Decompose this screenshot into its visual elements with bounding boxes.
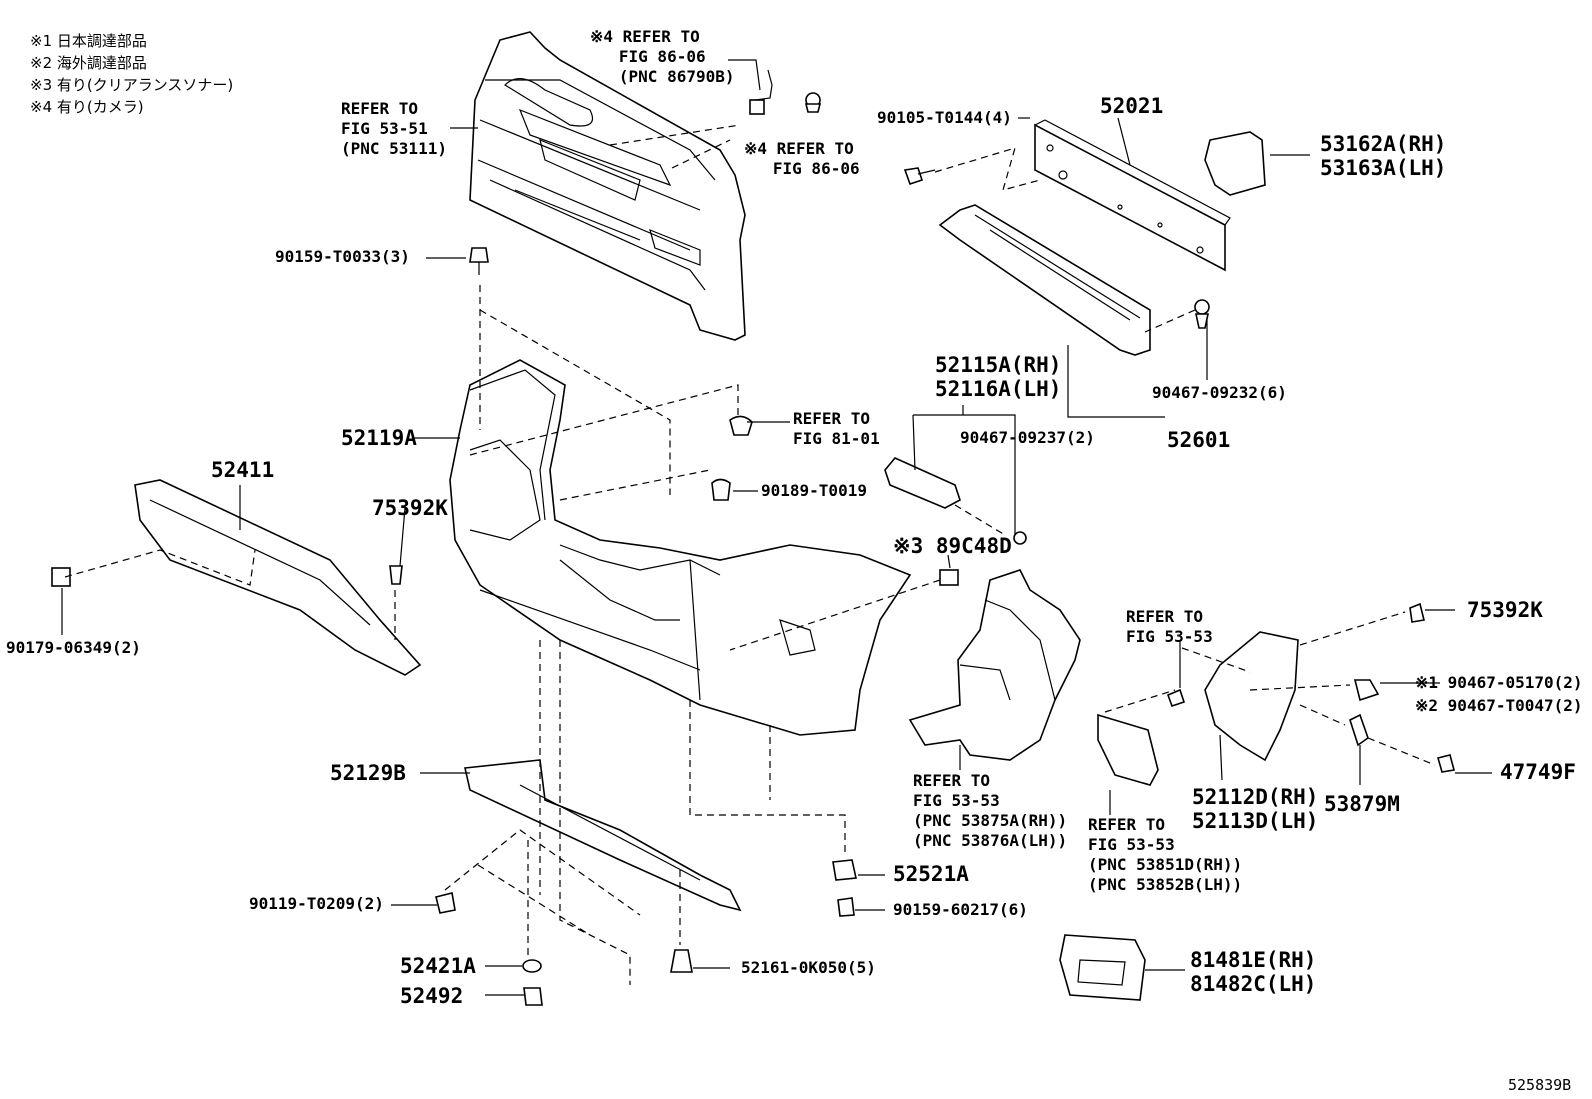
label-52601: 52601 xyxy=(1167,428,1231,452)
leader-lines xyxy=(61,59,1492,996)
notes-block: ※1 日本調達部品 ※2 海外調達部品 ※3 有り(クリアランスソナー) ※4 … xyxy=(30,30,233,118)
label-53879m: 53879M xyxy=(1324,792,1400,816)
label-75392k-left: 75392K xyxy=(372,496,448,520)
bolt-90119 xyxy=(435,892,456,914)
bracket-53879M xyxy=(1349,713,1369,747)
clip-75392K-left xyxy=(389,565,403,585)
mud-flap xyxy=(1097,713,1159,786)
bracket-52115 xyxy=(884,457,961,509)
note-4: ※4 有り(カメラ) xyxy=(30,98,144,116)
label-90105: 90105-T0144(4) xyxy=(877,108,1012,127)
label-ref-53-53-right: REFER TO FIG 53-53 xyxy=(1126,607,1213,646)
screw-47749F xyxy=(1437,754,1455,773)
label-52421a: 52421A xyxy=(400,954,476,978)
clip-90467-05170 xyxy=(1353,679,1380,702)
label-ref-53-51: REFER TO FIG 53-51 (PNC 53111) xyxy=(341,99,447,158)
clip-90467-09237 xyxy=(1013,531,1027,545)
label-90159-60217: 90159-60217(6) xyxy=(893,900,1028,919)
bolt-53-53 xyxy=(1166,688,1186,708)
label-52119: 52119A xyxy=(341,426,417,450)
label-52021: 52021 xyxy=(1100,94,1164,118)
label-90189: 90189-T0019 xyxy=(761,481,867,500)
label-90467-05170: ※1 90467-05170(2) xyxy=(1415,673,1583,692)
label-52112d: 52112D(RH) 52113D(LH) xyxy=(1192,785,1319,833)
label-90467-09232: 90467-09232(6) xyxy=(1152,383,1287,402)
bolt-90105 xyxy=(903,167,936,186)
label-90179: 90179-06349(2) xyxy=(6,638,141,657)
sensor-89C48D xyxy=(939,569,959,586)
label-52129b: 52129B xyxy=(330,761,406,785)
label-52411: 52411 xyxy=(211,458,275,482)
figure-id: 525839B xyxy=(1508,1076,1572,1094)
cover-81481E xyxy=(1059,934,1146,1001)
clip-90467-09232 xyxy=(1194,299,1210,329)
label-90467-t0047: ※2 90467-T0047(2) xyxy=(1415,696,1583,715)
label-ref-53-53-flap: REFER TO FIG 53-53 (PNC 53851D(RH)) (PNC… xyxy=(1088,815,1243,894)
grommet-90189 xyxy=(711,478,731,501)
part-52601 xyxy=(938,204,1151,356)
assembly-dash-lines xyxy=(64,124,1436,985)
cover-52129B xyxy=(464,759,742,912)
label-47749f: 47749F xyxy=(1500,760,1576,784)
label-90119: 90119-T0209(2) xyxy=(249,894,384,913)
bumper-cover-52119A xyxy=(449,359,912,736)
nut-90179 xyxy=(51,567,71,587)
clip-75392K-right xyxy=(1409,602,1425,623)
bolt-90159-T0033 xyxy=(469,247,489,275)
clip-81-01 xyxy=(729,415,753,436)
label-ref-86-06-mid: ※4 REFER TO FIG 86-06 xyxy=(744,139,860,178)
label-90159-t0033: 90159-T0033(3) xyxy=(275,247,410,266)
label-ref-53-53-lower: REFER TO FIG 53-53 (PNC 53875A(RH)) (PNC… xyxy=(913,771,1068,850)
part-52021 xyxy=(1034,119,1231,272)
washer-52421A xyxy=(522,959,542,973)
fender-52112D xyxy=(1204,631,1299,762)
label-90467-09237: 90467-09237(2) xyxy=(960,428,1095,447)
label-75392k-right: 75392K xyxy=(1467,598,1543,622)
label-52115: 52115A(RH) 52116A(LH) xyxy=(935,353,1062,401)
label-81481e: 81481E(RH) 81482C(LH) xyxy=(1190,948,1317,996)
label-52161: 52161-0K050(5) xyxy=(741,958,876,977)
fender-liner xyxy=(908,569,1081,761)
label-52521a: 52521A xyxy=(893,862,969,886)
label-ref-81-01: REFER TO FIG 81-01 xyxy=(793,409,880,448)
grille-part xyxy=(469,31,746,341)
label-52492: 52492 xyxy=(400,984,464,1008)
label-53162: 53162A(RH) 53163A(LH) xyxy=(1320,132,1447,180)
note-1: ※1 日本調達部品 xyxy=(30,32,147,50)
lower-lip-52411 xyxy=(134,479,422,676)
clip-52161 xyxy=(670,949,693,973)
nut-52521A xyxy=(832,859,857,881)
bolt-90159-60217 xyxy=(837,897,855,917)
bolt-52492 xyxy=(523,987,543,1006)
label-89c48d: ※3 89C48D xyxy=(893,534,1012,558)
camera-sensor xyxy=(749,69,822,115)
note-2: ※2 海外調達部品 xyxy=(30,54,147,72)
label-ref-86-06-top: ※4 REFER TO FIG 86-06 (PNC 86790B) xyxy=(590,27,735,86)
note-3: ※3 有り(クリアランスソナー) xyxy=(30,76,234,94)
part-53162 xyxy=(1204,131,1266,196)
